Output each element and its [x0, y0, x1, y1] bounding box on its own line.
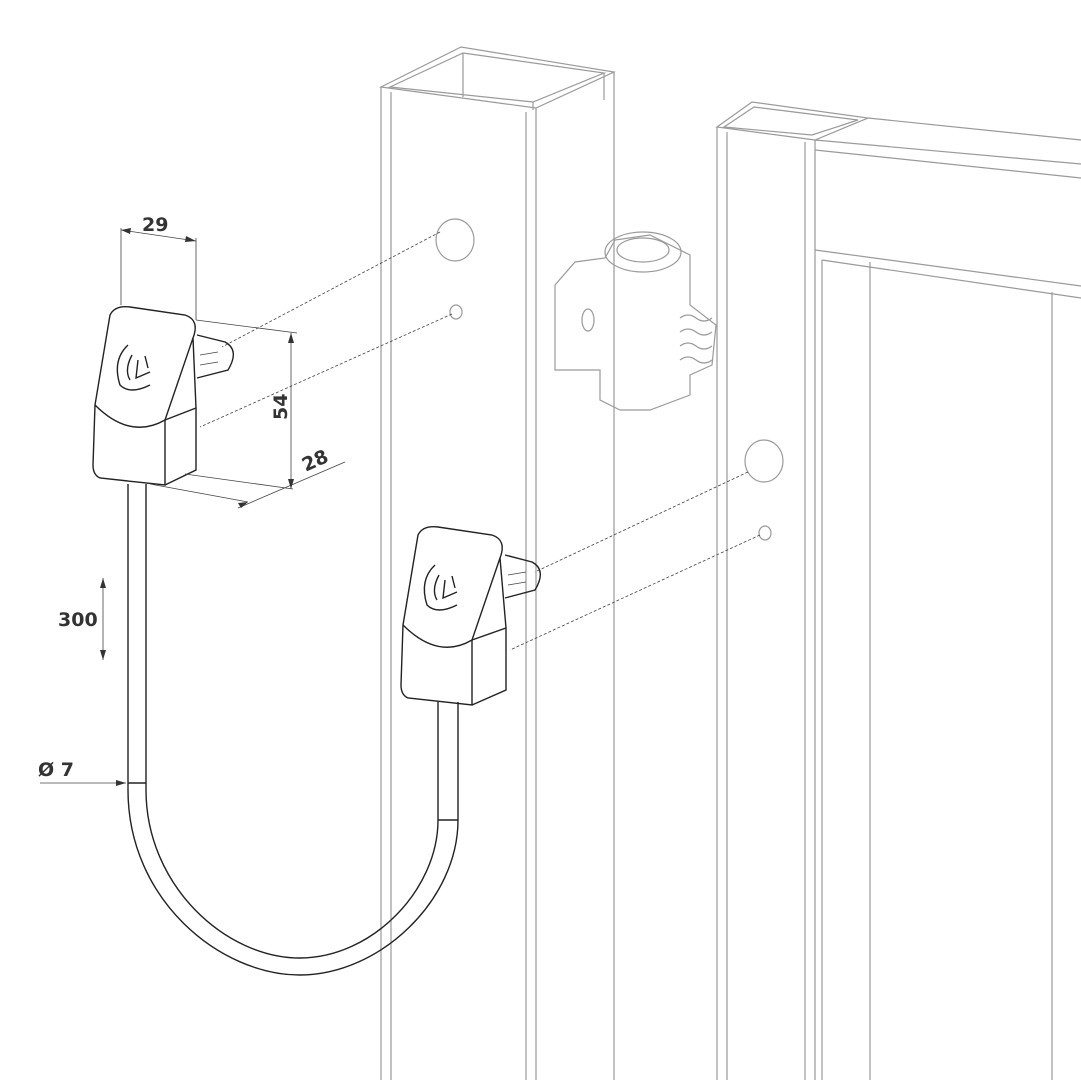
left-post: [378, 46, 617, 1080]
dimension-height: 54: [262, 372, 292, 420]
dimension-width: 29: [142, 214, 169, 236]
mounting-holes: [199, 218, 784, 651]
hinge: [554, 231, 717, 411]
gate-post: [715, 101, 1081, 1080]
clamp-left: [92, 305, 234, 486]
dimension-cable-length: 300: [58, 609, 98, 631]
clamp-right: [400, 525, 541, 706]
dimension-height-text: 54: [270, 393, 292, 420]
dimension-lines: [40, 228, 346, 786]
cable: [127, 484, 459, 976]
dimension-cable-diameter: Ø 7: [38, 759, 74, 781]
